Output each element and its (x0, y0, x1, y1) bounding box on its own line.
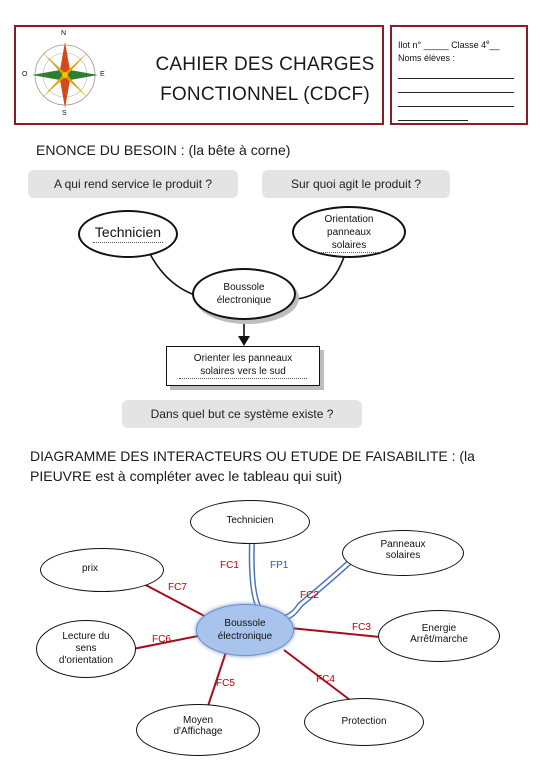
compass-north: N (61, 30, 67, 37)
compass-east: E (100, 71, 105, 78)
compass-rose-icon: N S E O (20, 30, 110, 120)
label-fc3: FC3 (352, 622, 371, 633)
lecture-line-3: d'orientation (58, 655, 114, 666)
label-fc7: FC7 (168, 582, 187, 593)
panneaux-line-2: solaires (385, 550, 421, 561)
orientation-line-2: panneaux (327, 227, 371, 238)
question-service: A qui rend service le produit ? (28, 170, 238, 198)
title-line-1: CAHIER DES CHARGES (155, 54, 375, 75)
moyen-node: Moyen d'Affichage (136, 704, 260, 756)
orientation-node: Orientation panneaux solaires (292, 206, 406, 258)
lecture-line-2: sens (75, 643, 97, 654)
protection-node: Protection (304, 698, 424, 746)
panneaux-node: Panneaux solaires (342, 530, 464, 576)
compass-west: O (22, 71, 28, 78)
label-fc5: FC5 (216, 678, 235, 689)
boussole-line-2: électronique (216, 295, 272, 306)
ilot-tail: __ (489, 40, 500, 50)
moyen-line-2: d'Affichage (173, 726, 223, 737)
ilot-box: Ilot n° _____ Classe 4e__ Noms élèves : (390, 25, 528, 125)
prix-node: prix (40, 548, 164, 592)
compass-south: S (62, 110, 67, 117)
goal-line-2: solaires vers le sud (179, 365, 307, 379)
question-agit: Sur quoi agit le produit ? (262, 170, 450, 198)
technicien-pieuvre-node: Technicien (190, 500, 310, 544)
technicien-underline (93, 242, 163, 243)
protection-label: Protection (341, 716, 387, 727)
technicien-pieuvre-label: Technicien (226, 515, 274, 526)
noms-line-4[interactable] (398, 107, 468, 121)
goal-box: Orienter les panneaux solaires vers le s… (166, 346, 320, 386)
energie-node: Energie Arrêt/marche (378, 610, 500, 662)
orientation-line-3: solaires (314, 239, 384, 253)
label-fc6: FC6 (152, 634, 171, 645)
lecture-node: Lecture du sens d'orientation (36, 620, 136, 678)
ilot-label: Ilot n° _____ Classe 4 (398, 40, 487, 50)
noms-label: Noms élèves : (398, 53, 456, 63)
moyen-line-1: Moyen (182, 715, 213, 726)
panneaux-line-1: Panneaux (380, 539, 426, 550)
boussole-pieuvre-line-1: Boussole (224, 618, 266, 629)
besoin-heading: ENONCE DU BESOIN : (la bête à corne) (36, 142, 291, 158)
label-fc1: FC1 (220, 560, 239, 571)
ilot-field[interactable]: Ilot n° _____ Classe 4e__ (398, 37, 526, 52)
energie-line-1: Energie (421, 623, 457, 634)
lecture-line-1: Lecture du (62, 631, 110, 642)
technicien-label: Technicien (94, 224, 162, 240)
technicien-node: Technicien (78, 210, 178, 258)
noms-line-2[interactable] (398, 79, 514, 93)
noms-line-1[interactable] (398, 65, 514, 79)
label-fp1: FP1 (270, 560, 289, 571)
label-fc2: FC2 (300, 590, 319, 601)
orientation-line-1: Orientation (324, 214, 374, 225)
ilot-sup: e (486, 40, 490, 46)
boussole-node: Boussole électronique (192, 268, 296, 320)
boussole-pieuvre-node: Boussole électronique (196, 604, 294, 656)
boussole-line-1: Boussole (223, 282, 265, 293)
prix-label: prix (81, 563, 99, 574)
label-fc4: FC4 (316, 674, 335, 685)
interacteurs-heading: DIAGRAMME DES INTERACTEURS OU ETUDE DE F… (30, 448, 475, 484)
goal-line-1: Orienter les panneaux (193, 353, 293, 364)
energie-line-2: Arrêt/marche (410, 634, 468, 645)
question-but: Dans quel but ce système existe ? (122, 400, 362, 428)
noms-line-3[interactable] (398, 93, 514, 107)
page-title: CAHIER DES CHARGES FONCTIONNEL (CDCF) (150, 50, 380, 110)
boussole-pieuvre-line-2: électronique (217, 631, 273, 642)
header-frame (14, 25, 384, 125)
title-line-2: FONCTIONNEL (CDCF) (160, 84, 370, 105)
